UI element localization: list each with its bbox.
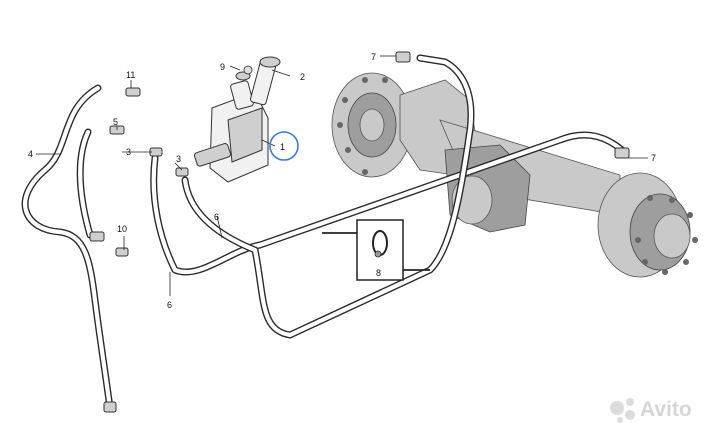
- callout-labels: 1 2 3 3 4 5 6 6 7 7 8 9 10 11: [28, 52, 656, 310]
- callout-3b: 3: [176, 154, 181, 164]
- callout-6a: 6: [214, 212, 219, 222]
- callout-5: 5: [113, 117, 118, 127]
- callout-1: 1: [280, 142, 285, 152]
- callout-4: 4: [28, 149, 33, 159]
- leader-lines: [36, 55, 648, 296]
- axle-assembly: [331, 72, 698, 278]
- fittings: [89, 51, 630, 413]
- avito-watermark: Avito: [610, 398, 692, 423]
- callout-2: 2: [300, 72, 305, 82]
- callout-8: 8: [376, 268, 381, 278]
- clamp-detail-box: [322, 219, 430, 281]
- callout-3a: 3: [126, 147, 131, 157]
- hoses: [21, 54, 626, 412]
- avito-logo-icon: [610, 398, 635, 423]
- callout-6b: 6: [167, 300, 172, 310]
- callout-10: 10: [117, 224, 127, 234]
- reservoir-cylinder: [193, 56, 281, 183]
- highlight-circle: [269, 131, 299, 161]
- callout-9: 9: [220, 62, 225, 72]
- callout-7a: 7: [371, 52, 376, 62]
- callout-11: 11: [126, 70, 135, 80]
- watermark-text: Avito: [640, 398, 692, 421]
- callout-7b: 7: [651, 153, 656, 163]
- hose-4: [21, 84, 114, 412]
